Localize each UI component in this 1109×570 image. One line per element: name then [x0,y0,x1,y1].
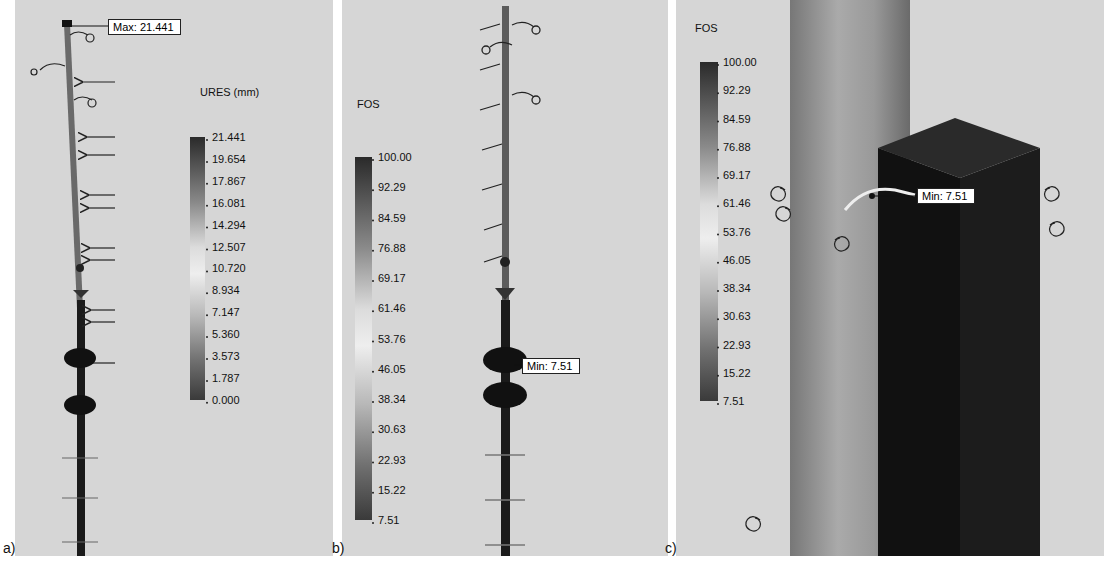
scale-value: 76.88 [378,242,406,253]
scale-value: 15.22 [378,484,406,495]
callout-text: Min: 7.51 [922,190,967,202]
scale-value: 16.081 [212,197,246,208]
callout-box: Min: 7.51 [522,358,580,374]
scale-title: FOS [695,23,718,34]
scale-value: 84.59 [378,212,406,223]
scale-title: URES (mm) [200,87,259,98]
scale-value: 46.05 [723,254,751,265]
scale-value: 3.573 [212,351,240,362]
scale-value: 1.787 [212,372,240,383]
scale-value: 22.93 [378,454,406,465]
scale-value: 7.147 [212,307,240,318]
scale-value: 92.29 [378,182,406,193]
scale-value: 61.46 [723,198,751,209]
scale-value: 38.34 [723,283,751,294]
scale-value: 19.654 [212,153,246,164]
scale-value: 76.88 [723,141,751,152]
scale-value: 15.22 [723,367,751,378]
callout-text: Min: 7.51 [527,360,572,372]
scale-value: 30.63 [378,424,406,435]
scale-value: 53.76 [378,333,406,344]
scale-value: 84.59 [723,113,751,124]
scale-value: 30.63 [723,311,751,322]
scale-value: 10.720 [212,263,246,274]
scale-value: 61.46 [378,303,406,314]
scale-value: 22.93 [723,339,751,350]
panel-letter: a) [3,541,15,555]
scale-value: 17.867 [212,175,246,186]
scale-value: 100.00 [378,152,412,163]
panel-letter: b) [332,541,344,555]
scale-value: 0.000 [212,394,240,405]
scale-value: 46.05 [378,363,406,374]
scale-value: 92.29 [723,85,751,96]
scale-value: 69.17 [723,170,751,181]
scale-value: 12.507 [212,241,246,252]
scale-value: 7.51 [378,515,399,526]
scale-title: FOS [357,99,380,110]
scale-value: 53.76 [723,226,751,237]
scale-value: 7.51 [723,396,744,407]
callout-box: Min: 7.51 [917,188,975,204]
callout-box: Max: 21.441 [108,19,181,35]
scale-value: 38.34 [378,394,406,405]
scale-value: 14.294 [212,219,246,230]
panel-letter: c) [665,541,677,555]
scale-value: 8.934 [212,285,240,296]
scale-value: 69.17 [378,273,406,284]
scale-value: 100.00 [723,57,757,68]
scale-value: 21.441 [212,132,246,143]
callout-text: Max: 21.441 [113,21,174,33]
scale-value: 5.360 [212,329,240,340]
